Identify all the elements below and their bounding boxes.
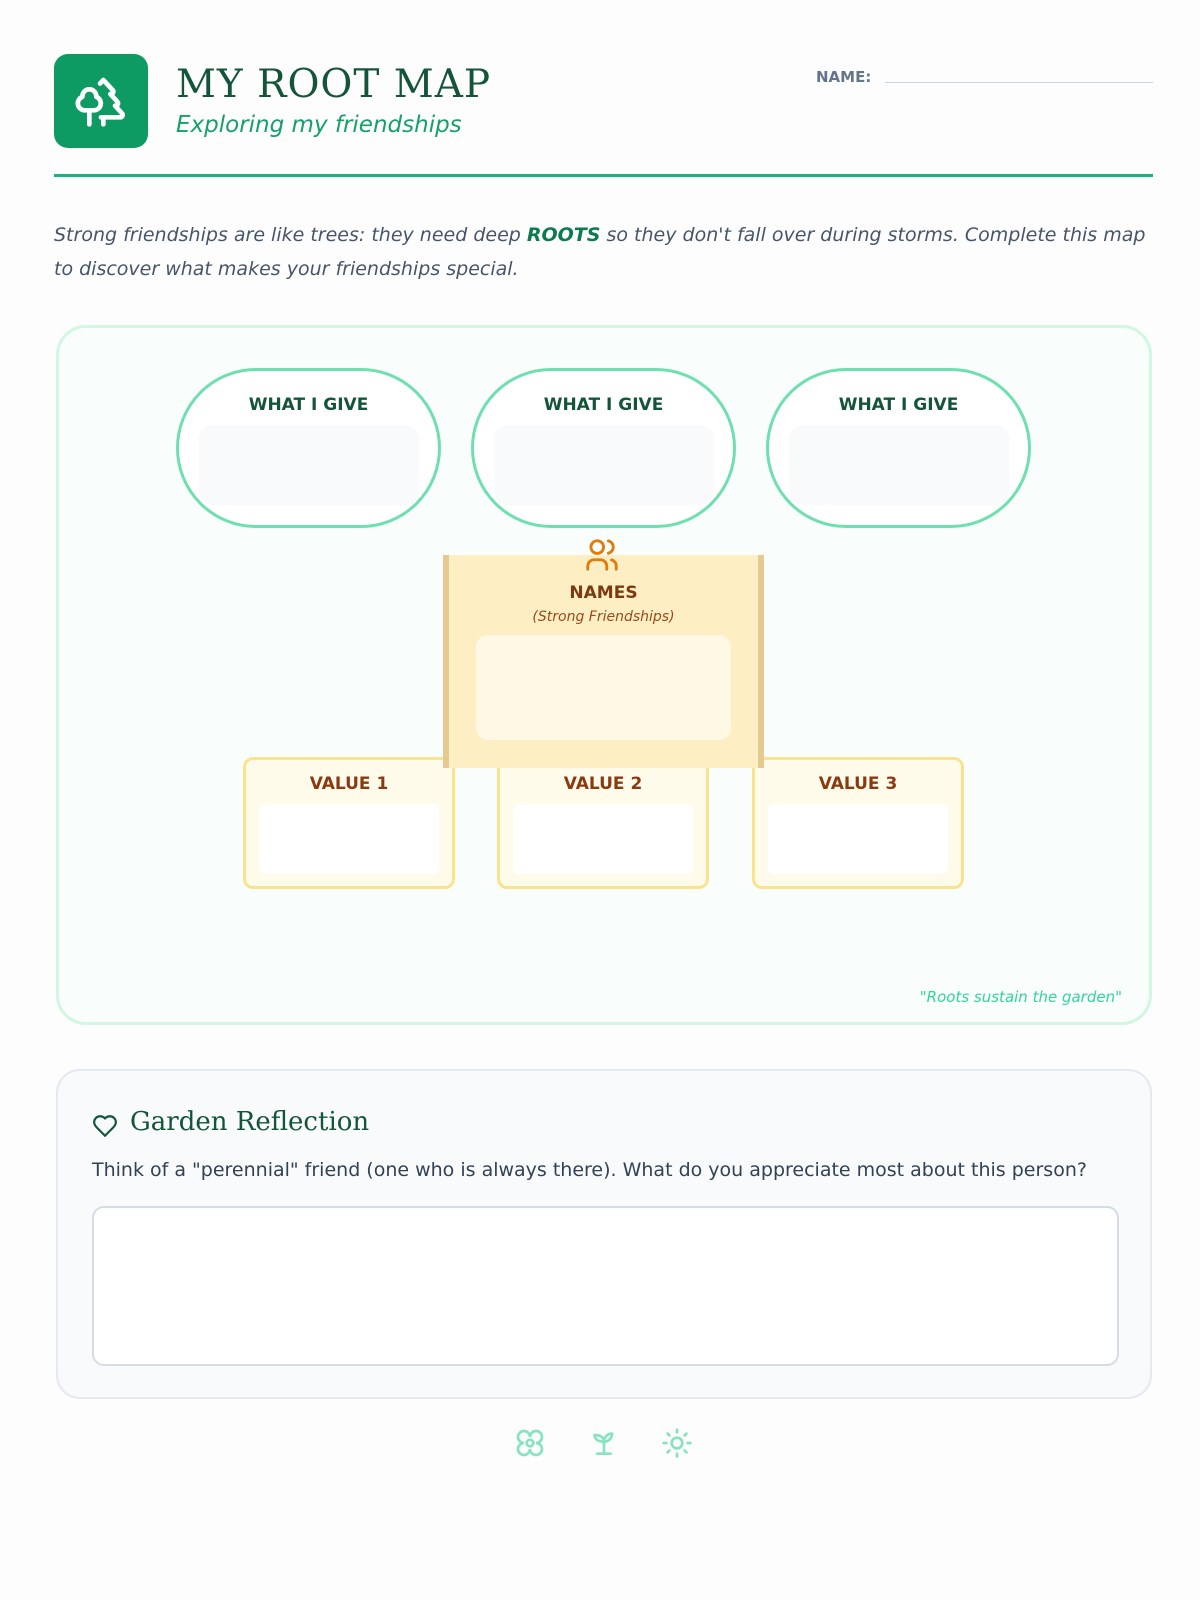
name-label: NAME: (816, 68, 872, 86)
give-bubble-2: WHAT I GIVE (471, 368, 736, 528)
give-input-1[interactable] (198, 425, 419, 505)
name-field[interactable] (885, 82, 1153, 83)
reflection-answer[interactable] (92, 1206, 1119, 1366)
reflection-question: Think of a "perennial" friend (one who i… (92, 1159, 1087, 1181)
reflection-card: Garden Reflection Think of a "perennial"… (56, 1069, 1152, 1399)
header-divider (54, 174, 1153, 177)
page-title: MY ROOT MAP (176, 62, 492, 107)
give-input-2[interactable] (493, 425, 714, 505)
give-bubble-1: WHAT I GIVE (176, 368, 441, 528)
value-input-3[interactable] (768, 804, 948, 874)
value-input-1[interactable] (259, 804, 439, 874)
roots-highlight: ROOTS (526, 224, 601, 246)
names-label: NAMES (569, 583, 638, 603)
sun-icon (661, 1427, 693, 1463)
intro-text: Strong friendships are like trees: they … (54, 224, 1146, 280)
names-sublabel: (Strong Friendships) (532, 609, 675, 625)
value-box-1: VALUE 1 (243, 757, 455, 889)
names-input[interactable] (476, 635, 731, 740)
logo-trees-icon (54, 54, 148, 148)
page-subtitle: Exploring my friendships (176, 112, 462, 138)
map-quote: "Roots sustain the garden" (919, 988, 1122, 1006)
value-box-2: VALUE 2 (497, 757, 709, 889)
value-input-2[interactable] (513, 804, 693, 874)
give-input-3[interactable] (788, 425, 1009, 505)
sprout-icon (588, 1427, 620, 1463)
names-trunk: NAMES (Strong Friendships) (443, 555, 764, 768)
give-bubble-3: WHAT I GIVE (766, 368, 1031, 528)
users-icon (583, 536, 621, 578)
value-box-3: VALUE 3 (752, 757, 964, 889)
heart-icon (92, 1113, 118, 1143)
reflection-title: Garden Reflection (130, 1107, 370, 1137)
flower-icon (514, 1427, 546, 1463)
